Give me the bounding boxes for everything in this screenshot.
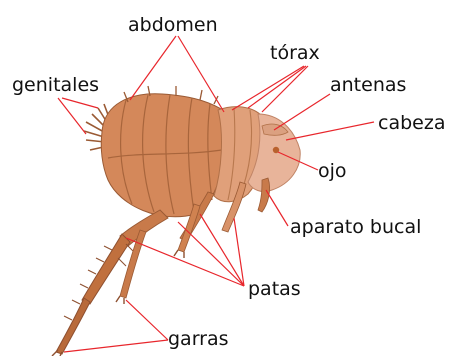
leader-genitales-2 <box>62 98 98 108</box>
label-cabeza: cabeza <box>378 114 445 133</box>
leader-patas-1 <box>234 218 244 286</box>
leader-torax-2 <box>248 66 306 108</box>
leader-abdomen-1 <box>130 36 176 100</box>
label-patas: patas <box>248 280 301 299</box>
label-genitales: genitales <box>12 76 99 95</box>
leader-cabeza <box>286 122 374 140</box>
label-aparato-bucal: aparato bucal <box>290 218 421 237</box>
leader-torax-1 <box>232 66 304 110</box>
leader-antenas <box>274 94 330 130</box>
leader-garras-2 <box>64 340 168 352</box>
hind-leg-tarsus <box>56 298 90 354</box>
leader-torax-3 <box>262 66 308 112</box>
label-abdomen: abdomen <box>128 16 218 35</box>
leader-aparato-bucal <box>266 190 288 226</box>
leader-garras-1 <box>126 300 168 340</box>
label-antenas: antenas <box>330 76 406 95</box>
label-garras: garras <box>168 330 229 349</box>
label-torax: tórax <box>270 44 320 63</box>
label-ojo: ojo <box>318 162 347 181</box>
